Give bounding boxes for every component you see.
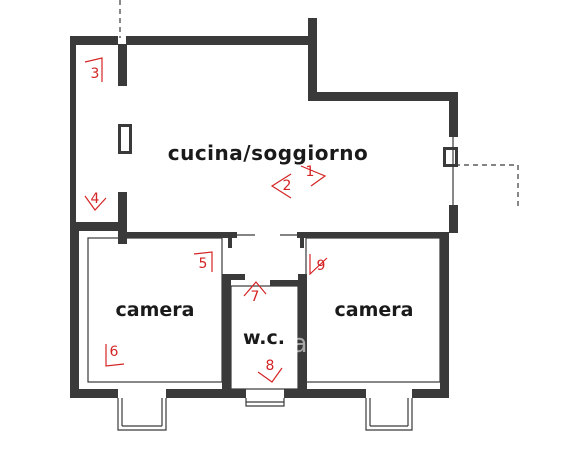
marker-number: 1 <box>306 164 315 180</box>
camera-angle-icon <box>300 165 327 187</box>
marker-number: 2 <box>283 178 292 194</box>
photo-marker-6[interactable]: 6 <box>105 344 125 367</box>
room-label-bathroom: w.c. <box>243 327 285 349</box>
marker-number: 7 <box>251 289 260 305</box>
camera-angle-icon <box>84 57 103 82</box>
room-label-kitchen-living: cucina/soggiorno <box>168 141 369 165</box>
photo-marker-3[interactable]: 3 <box>84 57 103 82</box>
marker-number: 6 <box>110 344 119 360</box>
photo-marker-1[interactable]: 1 <box>300 164 327 187</box>
photo-marker-2[interactable]: 2 <box>270 173 292 199</box>
camera-angle-icon <box>243 281 267 297</box>
camera-angle-icon <box>84 195 107 211</box>
walls <box>70 18 458 398</box>
balconies <box>117 398 413 431</box>
boundary-line-right <box>455 164 519 210</box>
camera-angle-icon <box>309 254 328 276</box>
camera-angle-icon <box>193 251 213 272</box>
photo-marker-5[interactable]: 5 <box>193 251 213 272</box>
marker-number: 4 <box>91 191 100 207</box>
camera-angle-icon <box>105 344 125 367</box>
marker-number: 3 <box>91 66 100 82</box>
camera-angle-icon <box>270 173 292 199</box>
marker-number: 9 <box>317 258 326 274</box>
room-label-bedroom-right: camera <box>335 299 414 321</box>
photo-marker-9[interactable]: 9 <box>309 254 328 276</box>
photo-marker-8[interactable]: 8 <box>257 358 283 383</box>
photo-marker-7[interactable]: 7 <box>243 281 267 305</box>
watermark-text: casa.it <box>277 329 362 359</box>
marker-number: 8 <box>266 358 275 374</box>
photo-marker-4[interactable]: 4 <box>84 191 107 211</box>
room-label-bedroom-left: camera <box>116 299 195 321</box>
marker-number: 5 <box>199 256 208 272</box>
camera-angle-icon <box>257 367 283 383</box>
door-jambs <box>228 234 304 248</box>
